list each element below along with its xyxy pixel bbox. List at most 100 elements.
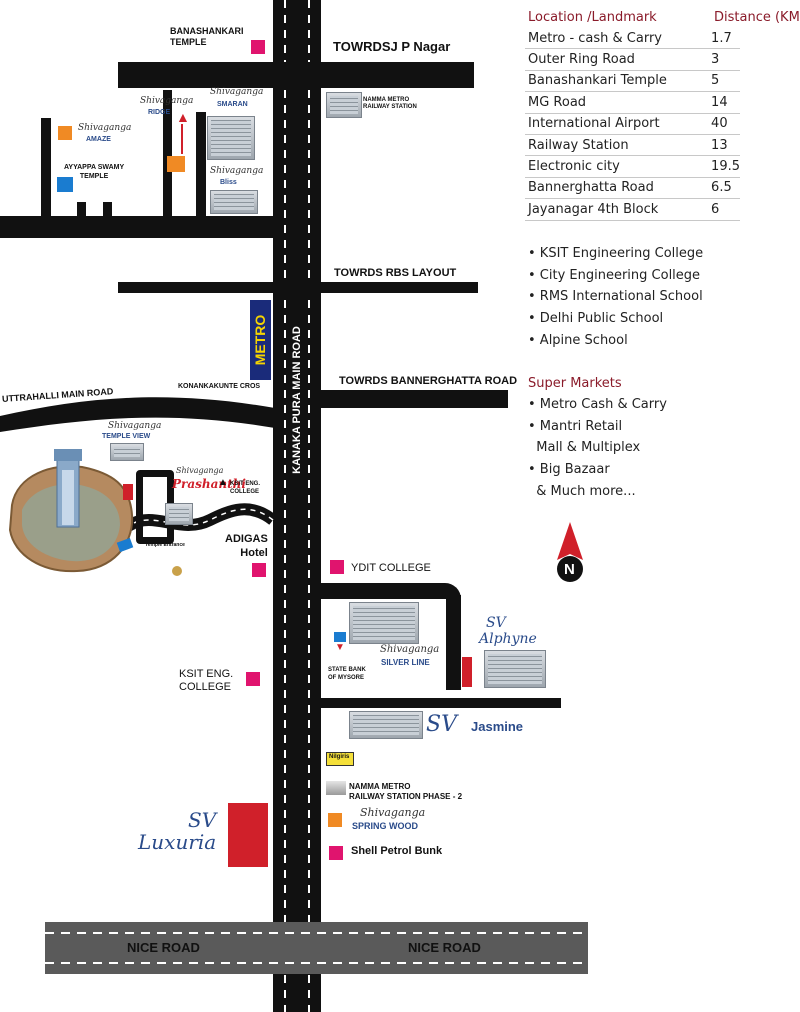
rbs-road (118, 282, 478, 293)
distance-place: Outer Ring Road (525, 48, 709, 71)
jasmine-sv: SV (426, 712, 457, 737)
left-branch-1 (41, 118, 51, 218)
banashankari-marker (251, 40, 265, 54)
main-road-dashes (284, 0, 310, 1012)
ksit-arrow-icon: ▲ (218, 477, 228, 488)
school-item: • Delhi Public School (528, 311, 664, 327)
distance-km: 14 (708, 91, 740, 114)
jp-nagar-label: TOWRDSJ P Nagar (333, 39, 451, 54)
supermarket-item: • Metro Cash & Carry (528, 397, 667, 412)
left-branch-4 (163, 90, 172, 218)
amaze-label: AMAZE (86, 136, 111, 143)
distance-km: 1.7 (708, 28, 740, 50)
adigas-marker (252, 563, 266, 577)
nice-road-label-right: NICE ROAD (408, 940, 481, 955)
distance-km: 3 (708, 48, 740, 71)
school-item: • KSIT Engineering College (528, 246, 704, 261)
jasmine-label: Jasmine (471, 719, 524, 734)
sbm-arrow-icon: ▼ (335, 642, 345, 653)
silver-line-script: Shivaganga (380, 644, 440, 655)
silver-line-image (349, 602, 419, 644)
ksit-eng-marker (246, 672, 260, 686)
konanakunte-label: KONANKAKUNTE CROS (178, 383, 261, 390)
namma-metro-2-label: NAMMA METRO RAILWAY STATION PHASE - 2 (349, 782, 463, 801)
namma-metro-image (326, 92, 362, 118)
alphyne-image (484, 650, 546, 688)
jp-nagar-road (118, 62, 474, 88)
sbm-label: STATE BANK OF MYSORE (328, 667, 366, 681)
ridge-label: RIDGE (148, 109, 171, 116)
kanakapura-main-road (273, 0, 321, 1012)
supermarket-item: Mall & Multiplex (528, 440, 641, 456)
amaze-script: Shivaganga (78, 123, 132, 133)
alphyne-loop-side (446, 595, 461, 690)
luxuria-sv: SV (188, 808, 217, 832)
ayyappa-marker (57, 177, 73, 192)
distance-place: Jayanagar 4th Block (525, 198, 709, 221)
nice-road (45, 922, 588, 974)
bliss-script: Shivaganga (210, 166, 264, 176)
spring-wood-script: Shivaganga (360, 806, 426, 819)
ksit-eng-label: KSIT ENG. COLLEGE (179, 668, 234, 693)
supermarkets-title: Super Markets (528, 376, 622, 391)
spring-wood-marker (328, 813, 342, 827)
supermarkets-list: • Metro Cash & Carry • Mantri Retail Mall… (528, 397, 667, 505)
school-item: • Alpine School (528, 332, 628, 348)
uttarahalli-road (0, 397, 275, 432)
distance-place: Railway Station (525, 134, 709, 157)
jasmine-road (321, 698, 561, 708)
smaran-image (207, 116, 255, 160)
shell-marker (329, 846, 343, 860)
compass-icon (557, 522, 583, 582)
distance-place: Bannerghatta Road (525, 177, 709, 200)
ridge-script: Shivaganga (140, 96, 194, 106)
distance-km: 19.5 (708, 155, 740, 178)
bliss-image (210, 190, 258, 214)
supermarket-item: & Much more... (528, 483, 636, 499)
distance-km: 6 (708, 198, 740, 221)
jasmine-image (349, 711, 423, 739)
distance-km: 6.5 (708, 177, 740, 200)
ydit-marker (330, 560, 344, 574)
prashanthi-script: Shivaganga (176, 466, 224, 475)
rbs-label: TOWRDS RBS LAYOUT (334, 267, 457, 279)
ayyappa-label: AYYAPPA SWAMY TEMPLE (64, 164, 125, 180)
left-branch-5 (196, 112, 206, 218)
schools-list: • KSIT Engineering College • City Enginee… (528, 246, 703, 354)
alphyne-loop-top (321, 583, 461, 599)
left-branch-2 (77, 202, 86, 218)
supermarket-item: • Mantri Retail (528, 418, 623, 434)
metro-sign-label: METRO (252, 314, 268, 366)
left-top-road (0, 216, 273, 238)
ridge-marker (167, 156, 185, 172)
alphyne-marker (462, 657, 472, 687)
ridge-arrow-icon: ▲ (176, 109, 190, 125)
ridge-arrow-stem (181, 124, 183, 154)
sbm-marker (334, 632, 346, 642)
distance-km: 5 (708, 70, 740, 93)
shell-label: Shell Petrol Bunk (351, 845, 443, 857)
prashanthi-image (165, 503, 193, 525)
nilgiris-label: Nilgiris (329, 754, 350, 760)
banashankari-label: BANASHANKARI TEMPLE (170, 26, 244, 47)
namma-metro-label: NAMMA METRO RAILWAY STATION (363, 97, 417, 110)
left-branch-3 (103, 202, 112, 218)
main-road-label: KANAKA PURA MAIN ROAD (291, 326, 303, 474)
school-item: • City Engineering College (528, 267, 701, 283)
luxuria-label: Luxuria (138, 830, 217, 854)
temple-seal-icon (172, 566, 182, 576)
distance-header: Distance (KM (714, 10, 800, 25)
prashanthi-marker (123, 484, 133, 500)
supermarket-item: • Big Bazaar (528, 462, 610, 478)
adigas-label: ADIGAS Hotel (225, 533, 268, 559)
amaze-marker (58, 126, 72, 140)
temple-entrance-label: Temple Entrance (145, 542, 185, 548)
distance-place: MG Road (525, 91, 709, 114)
spring-wood-label: SPRING WOOD (352, 821, 419, 831)
